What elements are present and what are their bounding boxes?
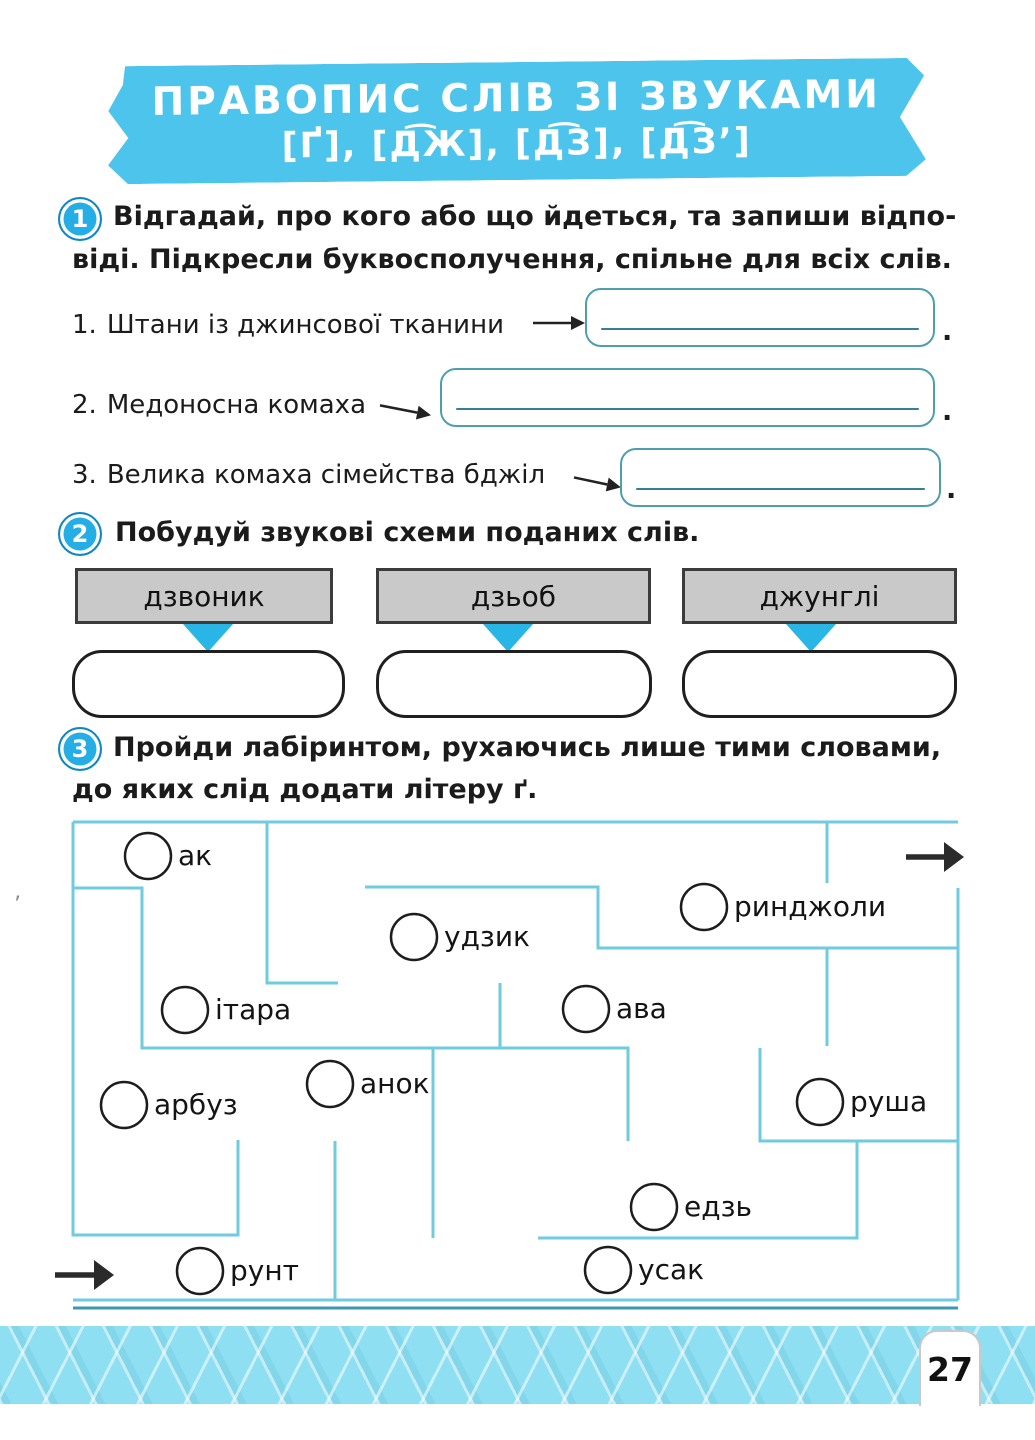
sentence-period: . [942,316,953,347]
scheme-box-2[interactable] [376,650,652,718]
task1-item-1: 1. Штани із джинсової тканини [72,310,504,340]
word-box-dzhunhli: джунглі [682,568,957,624]
item-text: Медоносна комаха [106,390,366,420]
maze-word-edz: едзь [684,1190,752,1223]
maze-circle-udzyk[interactable] [389,912,439,962]
word-box-dzob: дзьоб [376,568,651,624]
answer-box-2[interactable] [440,368,935,427]
writing-line [601,327,919,330]
right-arrow-icon [573,476,621,492]
scheme-box-3[interactable] [682,650,957,718]
maze-word-ava: ава [616,992,667,1025]
page-number-tab: 27 [919,1330,981,1406]
maze-word-runt: рунт [230,1254,299,1287]
right-arrow-icon [533,316,585,330]
maze-word-rusha: руша [850,1085,928,1118]
maze-walls [71,820,960,1302]
maze-circle-anok[interactable] [305,1059,355,1109]
task3-number-badge: 3 [58,727,102,771]
down-triangle-icon [183,624,233,652]
task1-number-badge: 1 [58,197,102,241]
maze-wall [73,886,630,1141]
word-label: дзвоник [143,579,265,613]
task3-instruction-line2: до яких слід додати літеру ґ. [72,774,538,805]
maze-circle-ak[interactable] [123,831,173,881]
maze-circle-usak[interactable] [583,1245,633,1295]
maze-entry-arrow-icon [55,1260,114,1290]
maze-circle-ava[interactable] [561,984,611,1034]
task1-item-2: 2. Медоносна комаха [72,390,366,420]
item-text: Штани із джинсової тканини [106,310,504,340]
word-label: джунглі [759,579,880,613]
task1-instruction-line1: Відгадай, про кого або що йдеться, та за… [113,201,957,232]
maze-circle-edz[interactable] [629,1182,679,1232]
maze-exit-arrow-icon [906,842,964,872]
writing-line [456,407,919,410]
down-triangle-icon [786,624,836,652]
sentence-period: . [942,396,953,427]
sentence-period: . [946,474,957,505]
task1-item-3: 3. Велика комаха сімейства бджіл [72,460,545,490]
task2-number-badge: 2 [58,512,102,556]
page-number: 27 [927,1349,973,1389]
answer-box-1[interactable] [585,288,935,347]
task3-number: 3 [71,735,89,763]
maze-wall [538,1141,859,1240]
item-number: 1. [72,310,97,340]
maze-circle-ryndzholy[interactable] [679,882,729,932]
scheme-box-1[interactable] [72,650,345,718]
maze-wall [265,822,338,985]
maze-word-udzyk: удзик [444,920,530,953]
maze-wall [365,885,958,950]
task3-instruction-line1: Пройди лабіринтом, рухаючись лише тими с… [113,732,942,763]
maze-word-ryndzholy: ринджоли [734,890,887,923]
maze-wall [758,1048,958,1143]
word-label: дзьоб [470,579,557,613]
maze-circle-rusha[interactable] [795,1077,845,1127]
task1-instruction-line2: віді. Підкресли буквосполучення, спільне… [72,244,952,275]
right-arrow-icon [379,404,432,420]
writing-line [636,487,925,490]
maze-circle-arbuz[interactable] [99,1080,149,1130]
task2-instruction: Побудуй звукові схеми поданих слів. [115,517,700,548]
answer-box-3[interactable] [620,448,941,507]
maze-circle-itara[interactable] [160,985,210,1035]
maze-wall-left-pocket [71,822,240,1237]
item-number: 2. [72,390,97,420]
task2-number: 2 [71,520,89,548]
item-text: Велика комаха сімейства бджіл [106,460,546,490]
word-box-dzvonyk: дзвоник [75,568,333,624]
maze-word-anok: анок [360,1067,430,1100]
maze-word-ak: ак [178,839,213,872]
down-triangle-icon [483,624,533,652]
footer-decorative-band [0,1326,1035,1404]
task1-number: 1 [71,205,89,233]
maze-word-itara: ітара [215,993,292,1026]
maze-word-arbuz: арбуз [154,1088,238,1121]
maze-word-usak: усак [638,1253,705,1286]
maze-circle-runt[interactable] [175,1246,225,1296]
stray-mark: ’ [14,893,21,918]
item-number: 3. [72,460,97,490]
